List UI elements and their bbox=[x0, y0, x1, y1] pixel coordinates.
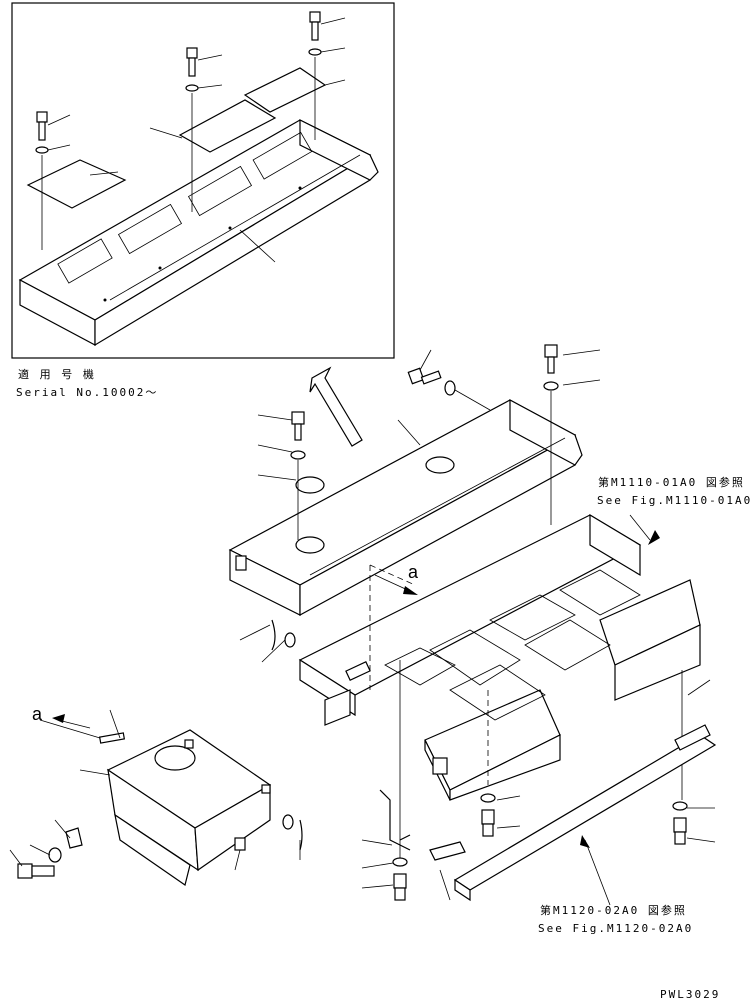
upper-cover bbox=[228, 398, 583, 617]
inset-frame bbox=[11, 2, 395, 359]
bottom-parts bbox=[379, 789, 466, 901]
bottom-strip bbox=[453, 724, 717, 902]
main-leaders bbox=[9, 349, 716, 906]
pin-washer bbox=[271, 619, 296, 651]
view-arrow-right bbox=[374, 574, 418, 595]
inset-applicable-label: 適 用 号 機 bbox=[18, 368, 96, 381]
ref-arrowhead-lower bbox=[580, 835, 590, 848]
inset-cover-panel bbox=[18, 119, 379, 347]
inset-cover-plates bbox=[26, 67, 327, 209]
front-cover bbox=[106, 729, 272, 886]
frame-bolts bbox=[399, 660, 688, 860]
ref-lower-en: See Fig.M1120-02A0 bbox=[538, 922, 694, 935]
inset-arrow bbox=[309, 366, 363, 447]
main-frame bbox=[298, 513, 701, 801]
inset-bolts bbox=[35, 11, 322, 250]
view-letter-right: a bbox=[408, 562, 419, 582]
ref-upper-en: See Fig.M1110-01A0 bbox=[597, 494, 750, 507]
ref-arrowhead-upper bbox=[648, 530, 660, 545]
view-letter-left: a bbox=[32, 704, 43, 724]
ref-lower-jp: 第M1120-02A0 図参照 bbox=[540, 904, 687, 917]
view-arrow-left bbox=[52, 714, 91, 729]
drawing-id: PWL3029 bbox=[660, 988, 721, 1001]
inset-leaders bbox=[47, 17, 346, 263]
front-small-parts bbox=[17, 732, 303, 879]
ref-upper-jp: 第M1110-01A0 図参照 bbox=[598, 476, 745, 489]
inset-serial-label: Serial No.10002～ bbox=[16, 386, 159, 399]
upper-bolts bbox=[290, 344, 559, 540]
